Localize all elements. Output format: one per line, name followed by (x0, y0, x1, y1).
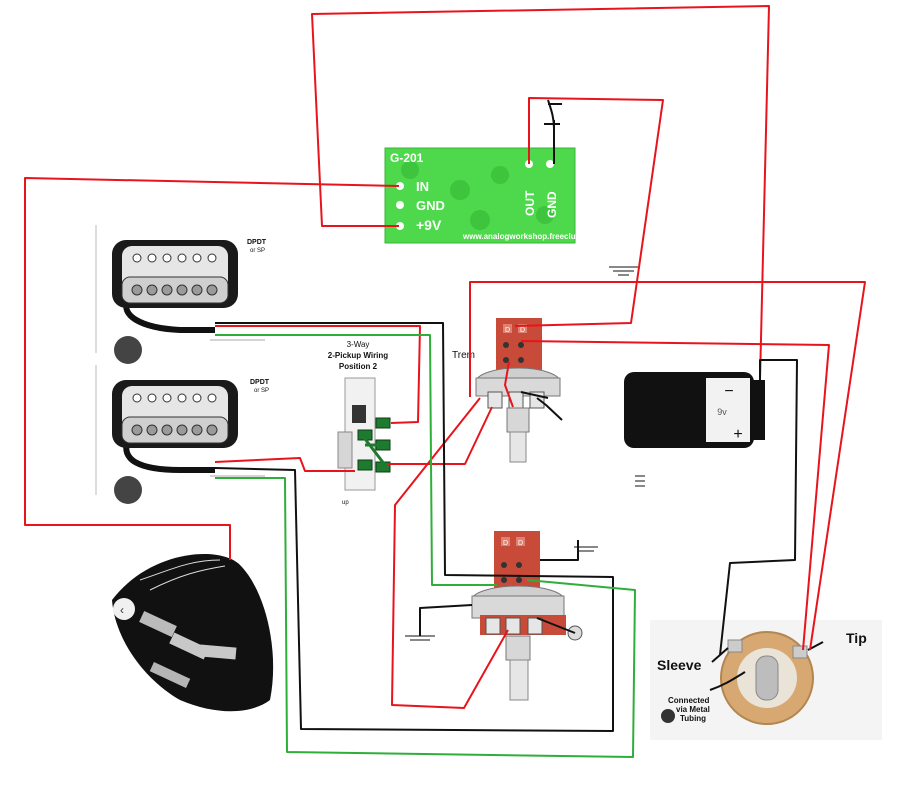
wire-trem-ground (536, 397, 563, 421)
pot1-lug-label-left: D (505, 327, 510, 334)
neck-pickup-label-top: DPDT (247, 239, 267, 246)
jack-note-line3: Tubing (680, 714, 706, 723)
ground-symbol (635, 475, 645, 487)
pin-out-gnd (546, 160, 554, 168)
white-wires (210, 339, 265, 477)
bridge-pickup (112, 380, 238, 504)
switch-title-line2: 2-Pickup Wiring (328, 351, 388, 360)
pin-in-label: IN (416, 179, 429, 194)
wire-neck-hot (215, 325, 421, 424)
neck-pickup (112, 240, 238, 364)
switch-foot-label: up (342, 500, 349, 506)
pin-gnd-label: GND (416, 198, 445, 213)
wire-pot2-ground (540, 540, 579, 561)
ground-symbol (609, 266, 638, 276)
jack-tip-label: Tip (846, 630, 867, 646)
camera-icon (661, 709, 675, 723)
wire-trem-ground-2 (520, 391, 549, 399)
camera-icon (114, 476, 142, 504)
jack-note-line1: Connected (668, 696, 709, 705)
wire-ground-loop (214, 322, 614, 732)
g201-board: G-201 IN GND +9V OUT GND www.analogworks… (384, 147, 595, 244)
wire-in-to-bridge (24, 177, 400, 560)
wire-battery-to-sleeve (719, 359, 798, 656)
black-wires (214, 120, 798, 732)
board-model: G-201 (390, 151, 424, 165)
trem-label: Trem (452, 350, 475, 361)
wire-trem-lug-to-tip (520, 340, 830, 651)
pin-gnd (396, 201, 404, 209)
battery-9v (624, 372, 765, 448)
battery-voltage: 9v (717, 407, 727, 417)
three-way-switch (337, 377, 391, 491)
pin-in (396, 182, 404, 190)
wire-to-volume-pot (391, 397, 509, 709)
jack-note-line2: via Metal (676, 705, 710, 714)
wire-9v-to-battery (311, 5, 770, 381)
trem-pot (475, 318, 561, 463)
green-wires (215, 334, 636, 758)
neck-pickup-label-bottom: or SP (250, 248, 265, 254)
wire-pot2-lug (536, 617, 576, 634)
pot2-lug-label-left: D (503, 540, 508, 547)
pin-out-gnd-label: GND (545, 191, 559, 218)
battery-minus: − (724, 383, 733, 400)
wire-trem-to-tip (469, 281, 866, 651)
bridge-pickup-label-bottom: or SP (254, 388, 269, 394)
volume-pot (471, 531, 583, 701)
wire-switch-to-trem (388, 406, 493, 465)
jack-sleeve-label: Sleeve (657, 657, 702, 673)
pin-9v (396, 222, 404, 230)
pot1-lug-label-right: D (520, 327, 525, 334)
bridge-pickup-label-top: DPDT (250, 379, 270, 386)
pin-out-label: OUT (523, 190, 537, 216)
wire-neck-green (215, 334, 497, 586)
svg-text:‹: ‹ (120, 603, 124, 617)
tremolo-bridge-photo: ‹ (112, 554, 274, 712)
wire-bridge-hot (214, 457, 355, 472)
wire-trem-wiper (504, 361, 514, 408)
wire-pot2-ground-2 (419, 604, 473, 636)
switch-title-line3: Position 2 (339, 362, 378, 371)
wire-bridge-green (215, 477, 636, 758)
carousel-arrow-icon[interactable] (113, 598, 135, 620)
pin-9v-label: +9V (416, 217, 442, 233)
red-wires (24, 5, 866, 709)
board-url: www.analogworkshop.freeclusters (462, 232, 595, 241)
camera-icon (114, 336, 142, 364)
pot2-lug-label-right: D (518, 540, 523, 547)
ground-symbol (405, 635, 435, 641)
wire-out-to-trem-pot (514, 97, 664, 327)
battery-plus: + (733, 426, 742, 443)
switch-title-line1: 3-Way (347, 340, 370, 349)
output-jack-photo (661, 631, 824, 725)
